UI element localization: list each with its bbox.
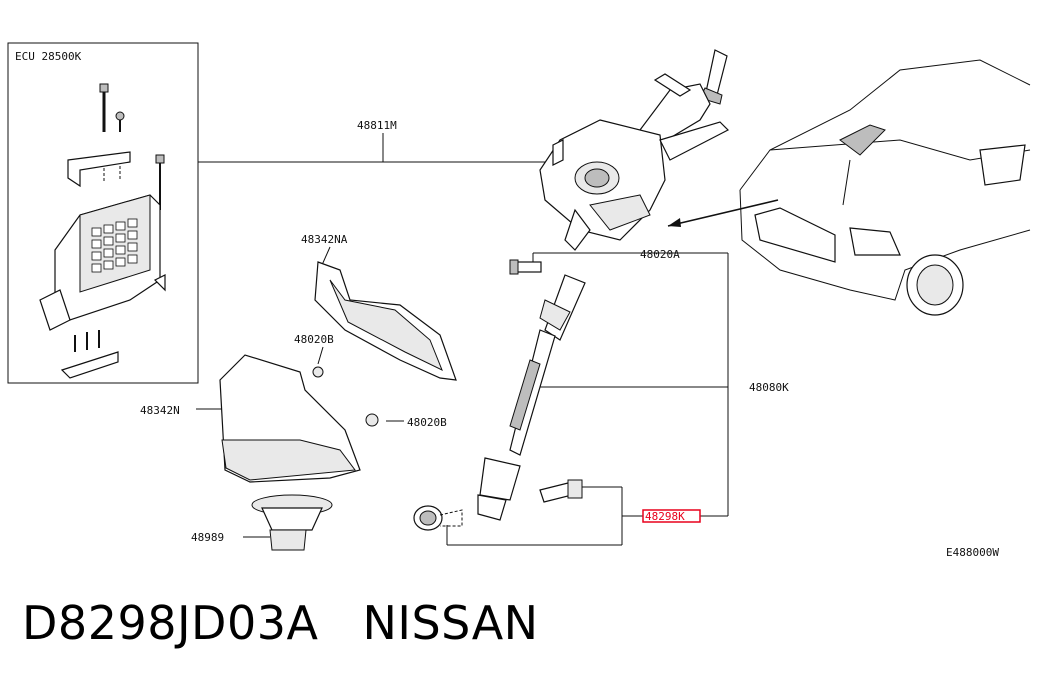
steering-column	[539, 49, 730, 251]
label-48080K: 48080K	[749, 381, 789, 394]
label-48342NA: 48342NA	[301, 233, 348, 246]
ecu-inset: ECU 28500K	[7, 42, 199, 384]
label-48298K: 48298K	[645, 510, 685, 523]
label-48989: 48989	[191, 531, 224, 544]
label-48020B-top: 48020B	[294, 333, 334, 346]
column-covers	[219, 261, 457, 483]
diagram-code: E488000W	[946, 546, 999, 559]
footer-part-number: D8298JD03A	[22, 596, 319, 650]
bolt-and-grommet	[413, 479, 583, 531]
intermediate-shaft	[477, 259, 586, 521]
footer-brand: NISSAN	[362, 596, 539, 650]
label-48811M: 48811M	[357, 119, 397, 132]
highlight-box-48298K	[642, 509, 701, 523]
label-48342N: 48342N	[140, 404, 180, 417]
label-48020B-right: 48020B	[407, 416, 447, 429]
boot-48989	[251, 494, 333, 551]
footer-caption: D8298JD03A NISSAN	[22, 596, 539, 650]
vehicle-sketch	[739, 59, 1031, 316]
label-48020A: 48020A	[640, 248, 680, 261]
ecu-label: ECU 28500K	[15, 50, 82, 63]
